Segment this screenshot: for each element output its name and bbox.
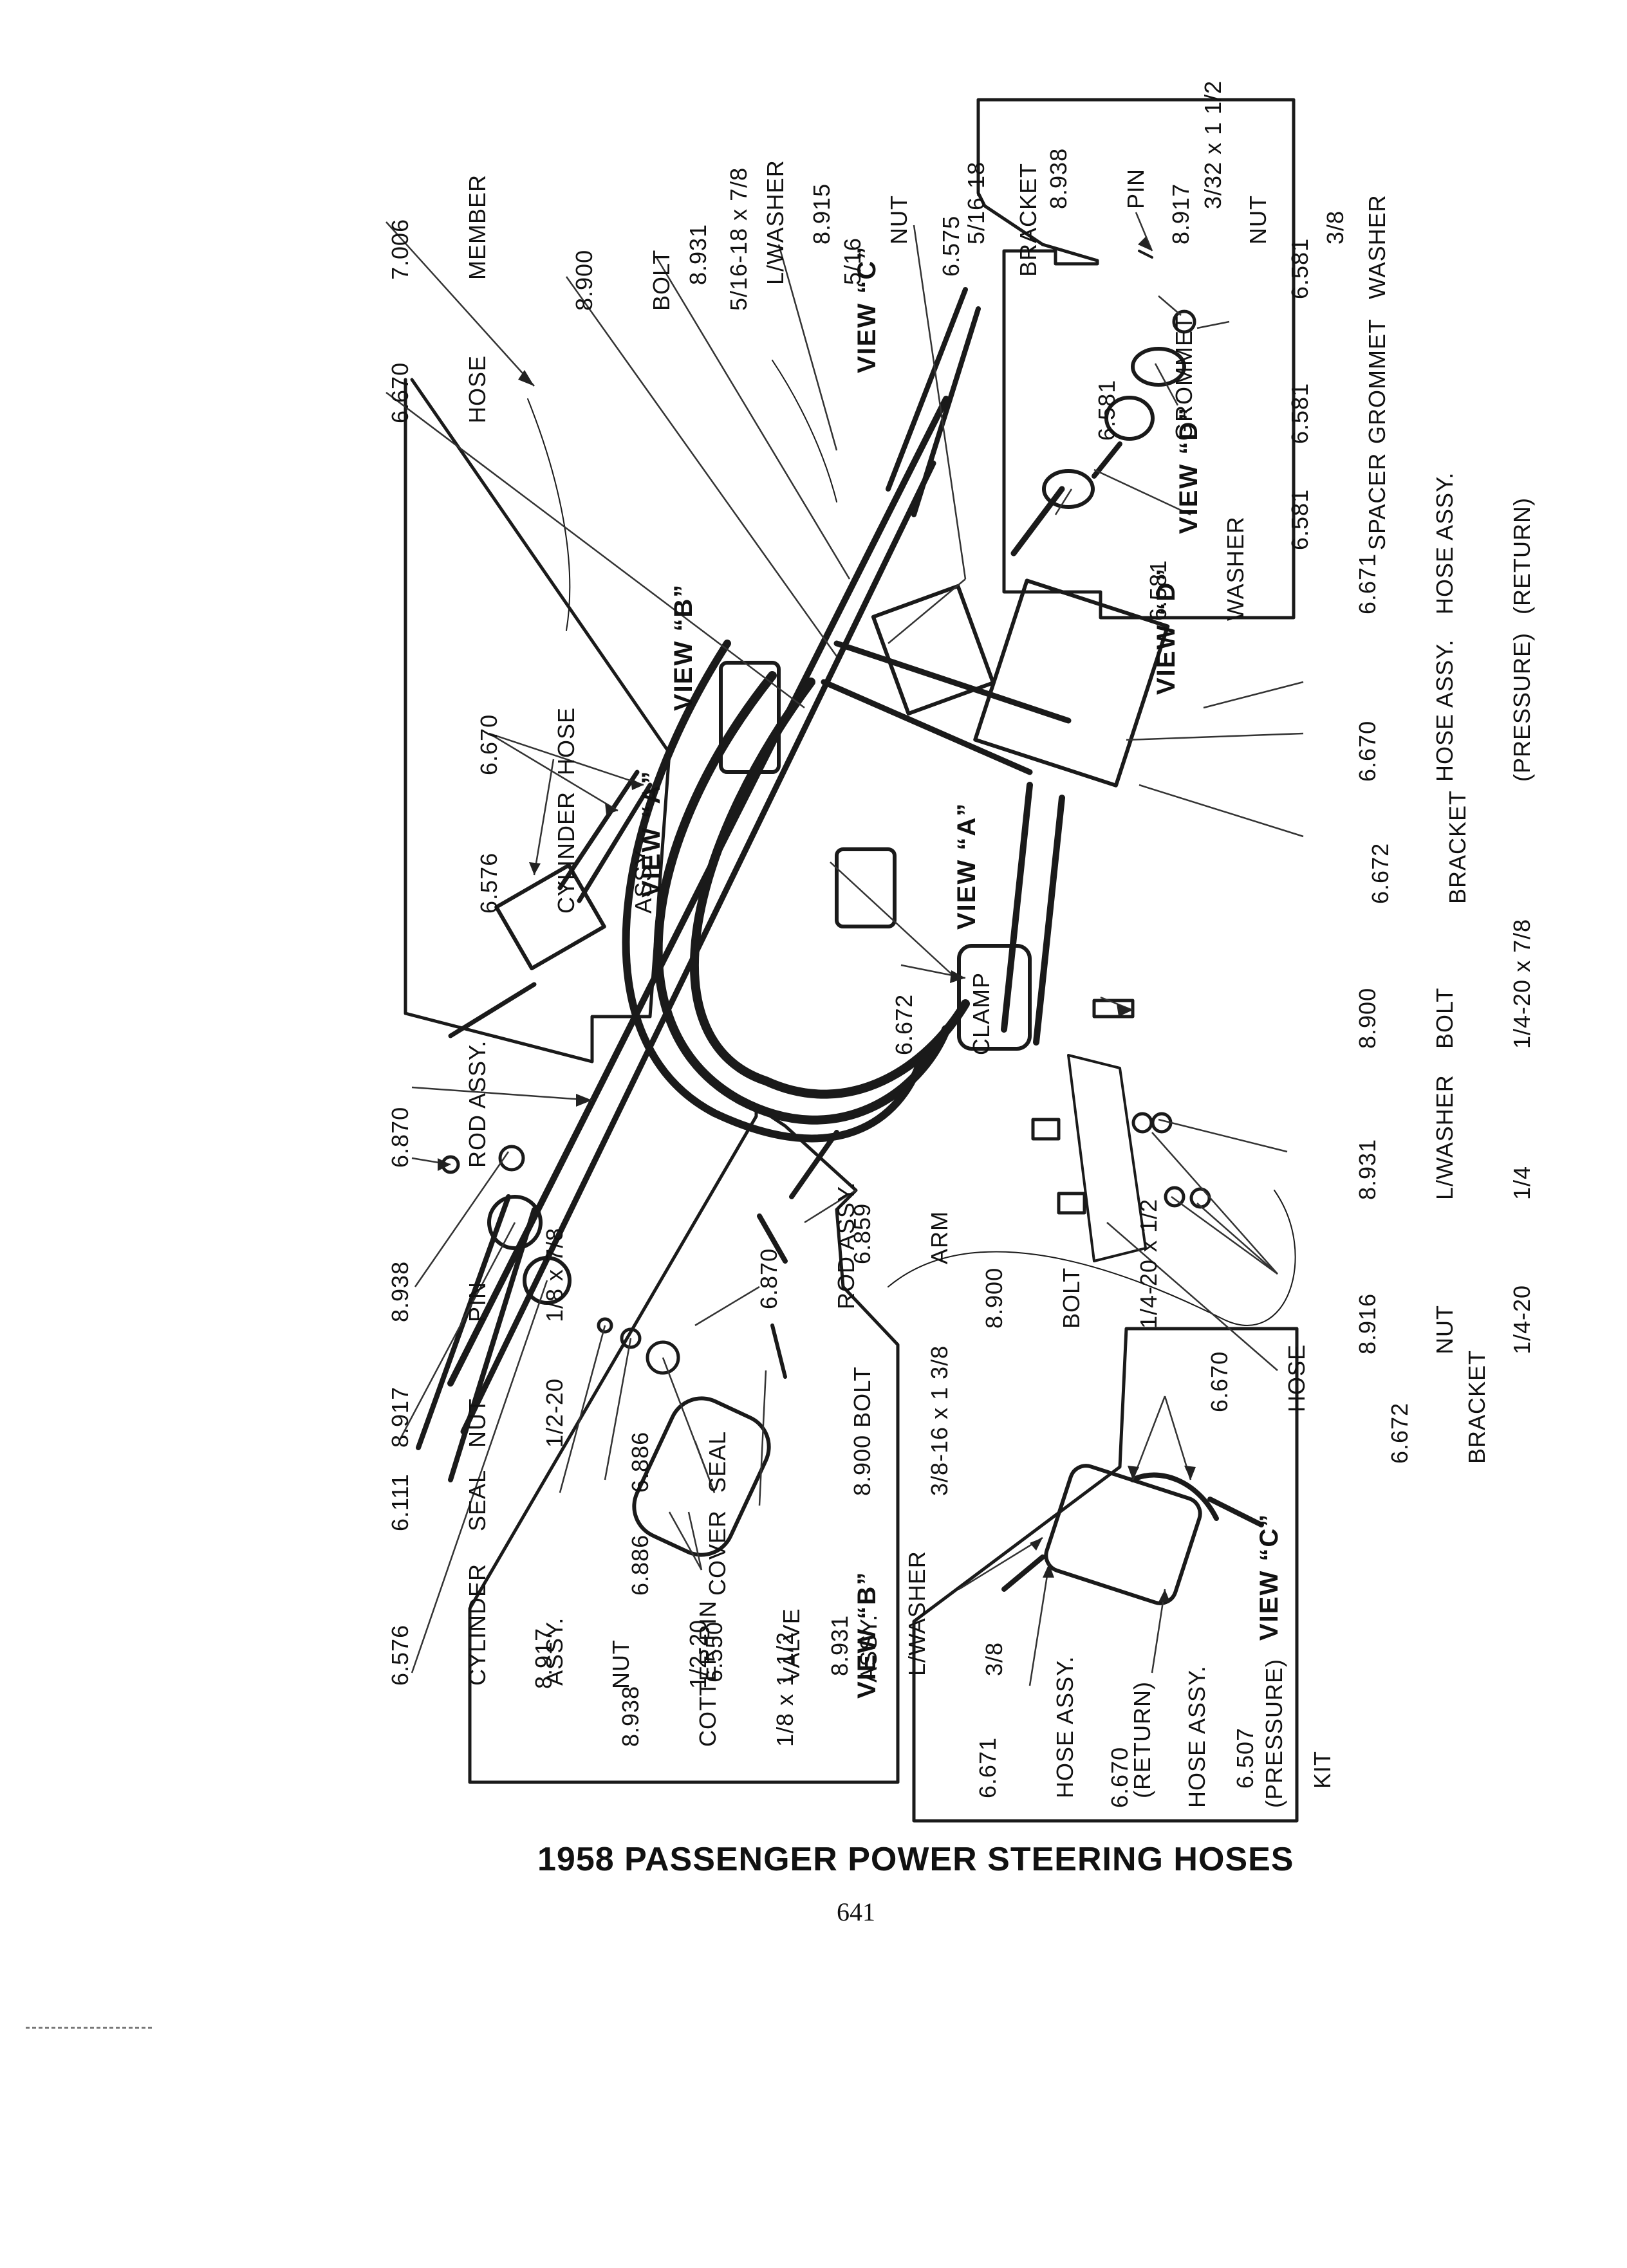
washer-6581-top	[1172, 309, 1196, 334]
callout-kit-6507: 6.507 KIT	[1232, 1727, 1335, 1789]
view-a-parts	[448, 770, 653, 1038]
view-label-d-main: VIEW “D”	[1152, 567, 1180, 695]
bolt-8900	[1092, 999, 1135, 1019]
nut-8916	[1164, 1186, 1185, 1208]
pin-8938-d	[1138, 250, 1153, 259]
clamp-6672	[957, 944, 1032, 1051]
callout-arm-6859: 6.859 ARM	[849, 1203, 953, 1264]
main-assembly	[416, 287, 1296, 1482]
callout-hose-pressure-6670: 6.670 HOSE ASSY. (PRESSURE)	[1354, 632, 1535, 782]
cylinder-rod	[448, 1207, 537, 1482]
nut-8917	[498, 1145, 525, 1172]
view-c-parts	[1001, 1464, 1264, 1605]
view-d-inset-border	[976, 98, 1296, 620]
bracket-6672	[973, 578, 1170, 788]
callout-bolt-8900-b: 8.900 BOLT 3/8-16 x 1 3/8	[849, 1345, 953, 1496]
valve-body-c	[1044, 1464, 1202, 1605]
callout-pin-8938-main: 8.938 PIN 1/8 x 7/8	[387, 1227, 568, 1322]
callout-seal-6886: 6.886 SEAL	[627, 1430, 730, 1493]
callout-member-7006: 7.006 MEMBER	[387, 174, 490, 280]
page-number: 641	[837, 1897, 875, 1926]
rod-end-joint	[487, 1195, 543, 1250]
grommet-6581-upper	[1131, 347, 1186, 387]
callout-hose-6670-a: 6.670 HOSE	[476, 706, 579, 775]
bolt-8900-b	[770, 1323, 787, 1379]
callout-hose-6670-top: 6.670 HOSE	[387, 355, 490, 423]
scan-artifact-line	[26, 2027, 154, 2029]
view-label-b-main: VIEW “B”	[669, 583, 698, 711]
callout-seal-6111: 6.111 SEAL	[387, 1469, 490, 1531]
callout-washer-6581-d: 6.581 WASHER	[1287, 194, 1390, 299]
view-label-b-inset: VIEW “B”	[853, 1571, 881, 1699]
callout-grommet-6581-d2: 6.581 GROMMET	[1287, 318, 1390, 444]
callout-grommet-6581-d: 6.581 GROMMET	[1093, 315, 1197, 441]
callout-bolt-8900-mid: 8.900 BOLT 1/4-20 x 7/8	[1354, 918, 1535, 1049]
view-label-d-inset: VIEW “D”	[1175, 406, 1203, 534]
cylinder-block-a	[494, 863, 606, 971]
arrow-heads	[438, 237, 1196, 1602]
view-label-c-inset: VIEW “C”	[1255, 1513, 1283, 1641]
bracket-6575	[871, 584, 996, 716]
hose-loop-3	[622, 640, 924, 1143]
cross-member	[1001, 782, 1033, 1033]
callout-hose-return-6671: 6.671 HOSE ASSY. (RETURN)	[1354, 472, 1535, 614]
washer-6581	[1042, 469, 1095, 509]
view-label-a-main: VIEW “A”	[953, 802, 981, 930]
leader-lines	[386, 212, 1304, 1686]
callout-hose-6670-c: 6.670 HOSE	[1206, 1343, 1310, 1412]
hose-loop-1	[653, 671, 951, 1125]
callout-rod-6870-main: 6.870 ROD ASSY.	[387, 1040, 490, 1168]
washer-8931	[1131, 1112, 1153, 1134]
view-label-c-main: VIEW “C”	[853, 245, 881, 373]
valve-6550	[632, 1396, 771, 1557]
spacer-6581	[1092, 441, 1122, 479]
grommet-6581-lower	[1104, 396, 1155, 441]
callout-lwasher-8931-mid: 8.931 L/WASHER 1/4	[1354, 1074, 1535, 1200]
callout-clamp-6672: 6.672 CLAMP	[891, 972, 994, 1055]
callout-bracket-6672-low: 6.672 BRACKET	[1386, 1349, 1490, 1464]
rod-6870-b	[789, 1130, 839, 1199]
view-d-parts	[1010, 250, 1196, 557]
figure-caption: 1958 PASSENGER POWER STEERING HOSES	[537, 1841, 1294, 1878]
hose-loop-2	[690, 678, 970, 1099]
callout-cover-6886: 6.886 COVER	[627, 1509, 730, 1596]
view-label-a-inset: VIEW “A”	[637, 770, 665, 898]
bracket-6672-lower	[1067, 1054, 1147, 1262]
view-b-parts	[597, 1130, 839, 1557]
view-c-inset-border	[912, 1327, 1299, 1823]
callout-bracket-6672-right: 6.672 BRACKET	[1367, 789, 1471, 904]
